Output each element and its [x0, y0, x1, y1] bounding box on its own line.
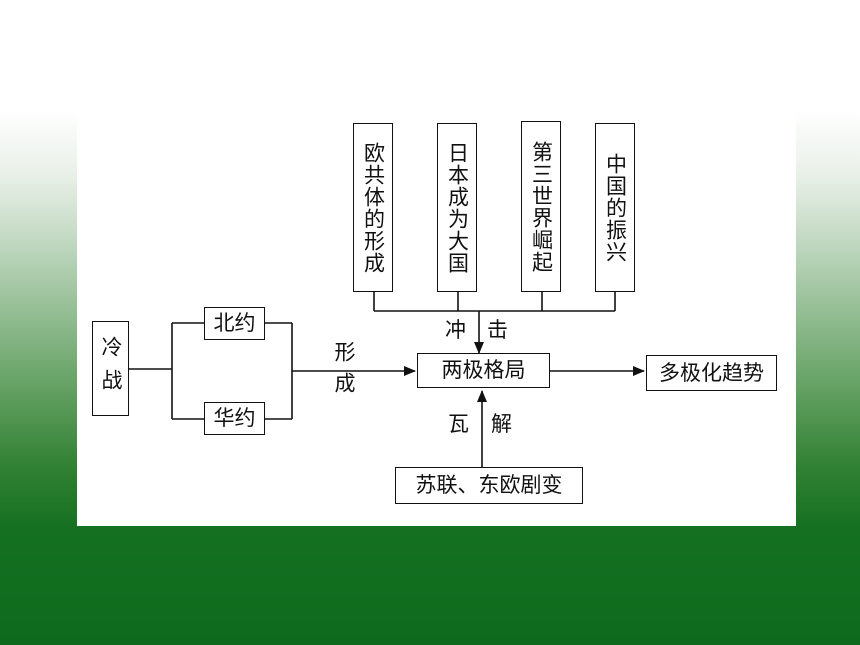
collapse-label-left: 瓦	[448, 412, 469, 436]
box-nato: 北约	[204, 307, 265, 340]
box-soviet-collapse-label: 苏联、东欧剧变	[415, 473, 563, 497]
box-china-revival-label: 中国的振兴	[603, 152, 628, 263]
box-multipolar-label: 多极化趋势	[659, 360, 764, 385]
box-third-world: 第三世界崛起	[521, 121, 561, 292]
box-third-world-label: 第三世界崛起	[529, 140, 554, 273]
box-cold-war-label: 冷战	[99, 335, 123, 402]
box-ec-formation-label: 欧共体的形成	[361, 141, 386, 274]
impact-label-left: 冲	[445, 318, 466, 342]
box-multipolar: 多极化趋势	[646, 355, 777, 391]
diagram-canvas: 欧共体的形成 日本成为大国 第三世界崛起 中国的振兴 冲 击 冷战 北约 华约 …	[77, 105, 796, 526]
box-warsaw: 华约	[204, 402, 265, 435]
box-japan-rise-label: 日本成为大国	[445, 141, 470, 274]
box-warsaw-label: 华约	[213, 406, 256, 430]
box-japan-rise: 日本成为大国	[437, 123, 477, 292]
box-bipolar-label: 两极格局	[441, 358, 526, 382]
collapse-label-right: 解	[491, 412, 512, 436]
form-label: 形成	[332, 341, 356, 403]
box-bipolar: 两极格局	[417, 353, 550, 388]
box-nato-label: 北约	[213, 311, 256, 335]
box-ec-formation: 欧共体的形成	[353, 123, 393, 292]
connector-lines	[129, 292, 645, 467]
box-soviet-collapse: 苏联、东欧剧变	[395, 467, 583, 504]
box-cold-war: 冷战	[92, 321, 129, 416]
impact-label-right: 击	[487, 318, 508, 342]
box-china-revival: 中国的振兴	[595, 123, 635, 292]
